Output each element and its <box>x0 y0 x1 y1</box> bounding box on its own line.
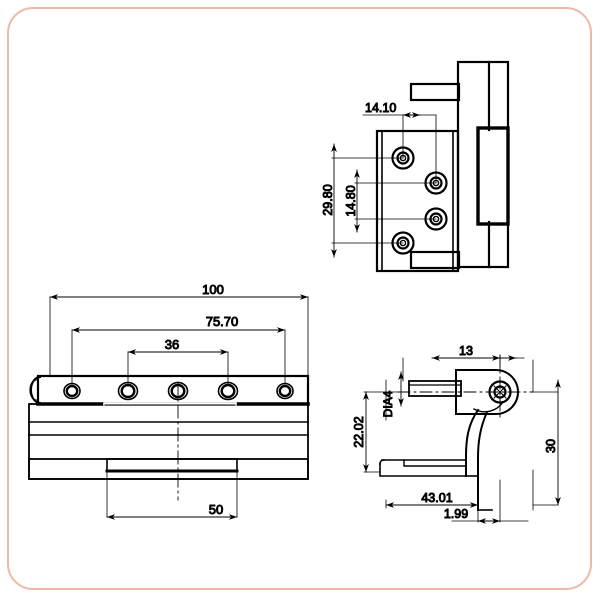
dimension-30 <box>532 379 561 506</box>
dimension-label-29-80: 29.80 <box>321 184 335 215</box>
dimension-label-14-10: 14.10 <box>365 101 396 115</box>
dimension-label-43-01: 43.01 <box>421 491 452 505</box>
hinge-knuckle-end <box>29 375 42 405</box>
dimension-label-30: 30 <box>544 439 558 453</box>
screw-hole <box>217 381 239 401</box>
view-plan: 100 75.70 36 50 <box>28 282 310 520</box>
hinge-arm-web <box>465 408 489 511</box>
hinge-body-block <box>28 403 309 480</box>
jamb-profile <box>456 60 510 269</box>
view-side-section: 13 DIA4 22.02 30 <box>352 344 561 524</box>
screw-hole <box>276 382 294 400</box>
dimension-label-dia4: DIA4 <box>381 390 395 417</box>
dimension-label-75-70: 75.70 <box>206 314 239 329</box>
dimension-label-22-02: 22.02 <box>352 416 366 447</box>
hinge-body-plate <box>375 129 460 273</box>
dimension-label-13: 13 <box>459 344 473 358</box>
base-leaf-plate <box>379 459 479 477</box>
dimension-label-50: 50 <box>209 502 223 517</box>
dimension-label-14-80: 14.80 <box>344 185 358 216</box>
dimension-label-36: 36 <box>165 337 179 352</box>
screw-hole <box>117 381 139 401</box>
jamb-tongue-lower <box>409 250 461 270</box>
dimension-100 <box>49 294 309 377</box>
jamb-tongue-upper <box>409 82 461 102</box>
pivot-shaft-arm <box>408 380 462 397</box>
screw-hole <box>63 382 81 400</box>
dimension-label-1-99: 1.99 <box>444 507 468 521</box>
extension-lines <box>49 296 286 518</box>
centre-line <box>397 354 534 421</box>
extension-lines <box>331 114 437 244</box>
dimension-label-100: 100 <box>202 282 224 297</box>
view-front-elevation: 14.10 29.80 14.80 <box>321 60 510 273</box>
